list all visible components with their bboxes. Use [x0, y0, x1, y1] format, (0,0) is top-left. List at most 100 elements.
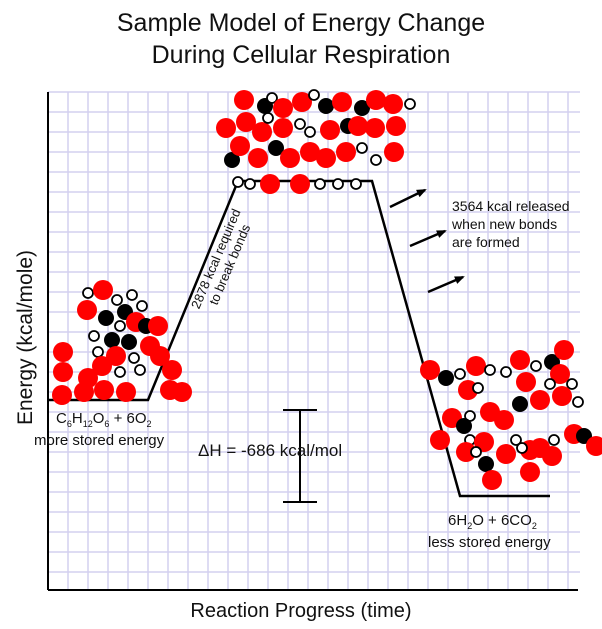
- hydrogen-atom: [356, 142, 368, 154]
- oxygen-atom: [510, 350, 530, 370]
- hydrogen-atom: [88, 330, 100, 342]
- hydrogen-atom: [128, 352, 140, 364]
- hydrogen-atom: [572, 396, 584, 408]
- oxygen-atom: [300, 142, 320, 162]
- hydrogen-atom: [332, 178, 344, 190]
- oxygen-atom: [348, 116, 368, 136]
- hydrogen-atom: [244, 178, 256, 190]
- oxygen-atom: [290, 174, 310, 194]
- hydrogen-atom: [510, 434, 522, 446]
- x-axis-label: Reaction Progress (time): [190, 600, 412, 622]
- products-formula: 6H2O + 6CO2: [448, 512, 537, 531]
- hydrogen-atom: [484, 364, 496, 376]
- hydrogen-atom: [232, 176, 244, 188]
- oxygen-atom: [230, 136, 250, 156]
- carbon-atom: [268, 140, 284, 156]
- hydrogen-atom: [134, 364, 146, 376]
- oxygen-atom: [94, 380, 114, 400]
- oxygen-atom: [383, 94, 403, 114]
- oxygen-atom: [93, 280, 113, 300]
- oxygen-atom: [148, 316, 168, 336]
- oxygen-atom: [273, 98, 293, 118]
- oxygen-atom: [520, 462, 540, 482]
- oxygen-atom: [365, 118, 385, 138]
- oxygen-atom: [366, 90, 386, 110]
- oxygen-atom: [280, 148, 300, 168]
- hydrogen-atom: [111, 294, 123, 306]
- carbon-atom: [512, 396, 528, 412]
- oxygen-atom: [74, 382, 94, 402]
- reactants-note: more stored energy: [34, 432, 165, 449]
- oxygen-atom: [456, 442, 476, 462]
- oxygen-atom: [336, 142, 356, 162]
- hydrogen-atom: [294, 118, 306, 130]
- carbon-atom: [224, 152, 240, 168]
- hydrogen-atom: [370, 154, 382, 166]
- oxygen-atom: [496, 444, 516, 464]
- oxygen-atom: [216, 118, 236, 138]
- oxygen-atom: [53, 342, 73, 362]
- carbon-atom: [318, 98, 334, 114]
- oxygen-atom: [252, 122, 272, 142]
- oxygen-atom: [52, 385, 72, 405]
- oxygen-atom: [53, 362, 73, 382]
- hydrogen-atom: [82, 287, 94, 299]
- hydrogen-atom: [114, 320, 126, 332]
- oxygen-atom: [248, 148, 268, 168]
- hydrogen-atom: [92, 346, 104, 358]
- oxygen-atom: [554, 340, 574, 360]
- hydrogen-atom: [304, 126, 316, 138]
- oxygen-atom: [292, 92, 312, 112]
- oxygen-atom: [316, 148, 336, 168]
- title-line-1: Sample Model of Energy Change: [116, 9, 486, 37]
- transition-molecules: [216, 89, 416, 194]
- y-axis-label: Energy (kcal/mole): [14, 249, 37, 425]
- hydrogen-atom: [136, 300, 148, 312]
- carbon-atom: [456, 418, 472, 434]
- carbon-atom: [478, 456, 494, 472]
- delta-h-label: ΔH = -686 kcal/mol: [198, 441, 343, 460]
- oxygen-atom: [552, 386, 572, 406]
- reactant-molecules: [52, 280, 192, 405]
- hydrogen-atom: [472, 382, 484, 394]
- products-note: less stored energy: [428, 534, 551, 551]
- oxygen-atom: [162, 360, 182, 380]
- hydrogen-atom: [544, 378, 556, 390]
- hydrogen-atom: [566, 378, 578, 390]
- reactants-formula: C6H12O6 + 6O2: [56, 410, 152, 429]
- hydrogen-atom: [404, 98, 416, 110]
- oxygen-atom: [332, 92, 352, 112]
- hydrogen-atom: [350, 178, 362, 190]
- carbon-atom: [104, 332, 120, 348]
- delta-h-bar: [283, 409, 317, 503]
- oxygen-atom: [530, 390, 550, 410]
- hydrogen-atom: [266, 92, 278, 104]
- hydrogen-atom: [470, 446, 482, 458]
- oxygen-atom: [516, 372, 536, 392]
- oxygen-atom: [92, 356, 112, 376]
- hydrogen-atom: [454, 368, 466, 380]
- energy-out-label: 3564 kcal released when new bonds are fo…: [452, 198, 570, 250]
- oxygen-atom: [234, 90, 254, 110]
- hydrogen-atom: [308, 89, 320, 101]
- carbon-atom: [354, 100, 370, 116]
- hydrogen-atom: [500, 366, 512, 378]
- carbon-atom: [438, 370, 454, 386]
- hydrogen-atom: [314, 178, 326, 190]
- oxygen-atom: [320, 120, 340, 140]
- oxygen-atom: [236, 112, 256, 132]
- oxygen-atom: [384, 142, 404, 162]
- product-molecules: [420, 340, 602, 490]
- carbon-atom: [121, 334, 137, 350]
- title-line-2: During Cellular Respiration: [151, 41, 451, 69]
- oxygen-atom: [106, 346, 126, 366]
- hydrogen-atom: [114, 366, 126, 378]
- hydrogen-atom: [262, 112, 274, 124]
- oxygen-atom: [466, 356, 486, 376]
- oxygen-atom: [586, 436, 602, 456]
- oxygen-atom: [77, 300, 97, 320]
- hydrogen-atom: [126, 289, 138, 301]
- hydrogen-atom: [530, 360, 542, 372]
